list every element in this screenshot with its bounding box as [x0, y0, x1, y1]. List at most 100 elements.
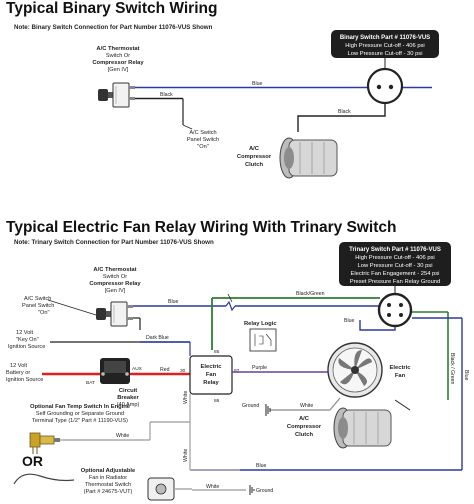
compressor-bottom: A/C Compressor Clutch	[287, 407, 392, 449]
thermostat-relay-bottom: A/C Thermostat Switch Or Compressor Rela…	[89, 267, 141, 327]
svg-text:12 Volt: 12 Volt	[10, 363, 28, 369]
svg-text:Purple: Purple	[252, 365, 267, 371]
svg-text:Fan: Fan	[395, 373, 406, 379]
svg-text:Circuit: Circuit	[119, 388, 137, 394]
svg-text:Electric: Electric	[201, 364, 223, 370]
svg-text:86: 86	[214, 398, 220, 404]
or-label: OR	[22, 453, 43, 469]
wire-purple: Purple	[232, 365, 330, 373]
svg-text:White: White	[116, 433, 129, 439]
svg-text:Blue: Blue	[256, 463, 266, 469]
binary-switch-connector	[366, 67, 404, 105]
trinary-switch-box: Trinary Switch Part # 11076-VUS High Pre…	[339, 242, 451, 298]
svg-text:Terminal Type (1/2" Part # 111: Terminal Type (1/2" Part # 11190-VUS)	[32, 418, 128, 424]
fan-ground: White Ground	[242, 397, 411, 416]
electric-fan-relay: Electric Fan Relay 85 86 30 87	[180, 342, 240, 404]
binary-box-line1: High Pressure Cut-off - 406 psi	[345, 43, 424, 49]
svg-text:A/C: A/C	[299, 416, 310, 422]
svg-text:Blue: Blue	[463, 370, 469, 380]
svg-text:Red: Red	[160, 367, 170, 373]
wires-top: Blue Black Black	[135, 81, 432, 132]
title-trinary: Typical Electric Fan Relay Wiring With T…	[6, 219, 396, 236]
compressor-top: A/C Compressor Clutch	[237, 137, 338, 179]
svg-text:White: White	[206, 484, 219, 490]
wires-white: White White White White Ground	[60, 391, 273, 495]
svg-text:Ignition Source: Ignition Source	[8, 344, 45, 350]
svg-text:A/C: A/C	[249, 146, 260, 152]
svg-text:12 Volt: 12 Volt	[16, 330, 34, 336]
svg-text:Clutch: Clutch	[245, 162, 263, 168]
svg-text:Fan in Radiator: Fan in Radiator	[89, 475, 127, 481]
svg-text:Relay: Relay	[203, 380, 219, 386]
wires-bottom: Blue Dark Blue Black/Green Blue Black / …	[133, 291, 469, 471]
svg-text:Self Grounding or Separate Gro: Self Grounding or Separate Ground	[36, 411, 124, 417]
binary-box-title: Binary Switch Part # 11076-VUS	[340, 35, 430, 41]
svg-text:Fan: Fan	[206, 372, 217, 378]
svg-text:Breaker: Breaker	[117, 395, 139, 401]
svg-text:AUX: AUX	[132, 366, 143, 372]
svg-text:High Pressure Cut-off - 406 ps: High Pressure Cut-off - 406 psi	[355, 255, 434, 261]
panel-switch-top: A/C Switch Panel Switch "On"	[182, 124, 219, 150]
svg-text:Clutch: Clutch	[295, 432, 313, 438]
svg-text:White: White	[183, 449, 189, 462]
svg-text:Ground: Ground	[242, 403, 259, 409]
svg-text:Trinary Switch Part # 11076-V: Trinary Switch Part # 11076-VUS	[349, 247, 441, 253]
svg-text:Compressor Relay: Compressor Relay	[89, 281, 141, 287]
note-trinary: Note: Trinary Switch Connection for Part…	[14, 239, 214, 246]
svg-text:"Key On": "Key On"	[16, 337, 39, 343]
svg-text:Preset Pressure Fan Relay Grou: Preset Pressure Fan Relay Ground	[350, 279, 441, 285]
optional-temp-switch: Optional Fan Temp Switch In Engine Self …	[29, 404, 131, 454]
svg-text:Switch Or: Switch Or	[106, 53, 130, 59]
svg-text:Ground: Ground	[256, 488, 273, 494]
svg-text:Dark Blue: Dark Blue	[146, 335, 169, 341]
svg-text:Compressor Relay: Compressor Relay	[92, 60, 144, 66]
electric-fan: Electric Fan	[327, 342, 412, 398]
thermostat-relay-top: A/C Thermostat Switch Or Compressor Rela…	[92, 46, 144, 108]
svg-text:A/C Switch: A/C Switch	[189, 130, 216, 136]
svg-text:Thermostat Switch: Thermostat Switch	[85, 482, 131, 488]
svg-text:Low Pressure Cut-off - 30 psi: Low Pressure Cut-off - 30 psi	[358, 263, 433, 269]
svg-text:Black / Green: Black / Green	[449, 353, 455, 385]
svg-text:Optional Adjustable: Optional Adjustable	[81, 468, 136, 474]
relay-logic: Relay Logic	[244, 321, 277, 352]
svg-text:Relay Logic: Relay Logic	[244, 321, 277, 327]
svg-text:Blue: Blue	[168, 299, 178, 305]
svg-text:(40 Amp): (40 Amp)	[117, 402, 140, 408]
svg-text:Blue: Blue	[252, 81, 262, 87]
svg-text:Panel Switch: Panel Switch	[22, 303, 54, 309]
note-binary: Note: Binary Switch Connection for Part …	[14, 24, 213, 31]
svg-text:Ignition Source: Ignition Source	[6, 377, 43, 383]
circuit-breaker: BAT AUX Circuit Breaker (40 Amp) Red	[42, 358, 190, 408]
svg-text:BAT: BAT	[86, 380, 95, 386]
svg-text:Black/Green: Black/Green	[296, 291, 325, 297]
svg-text:White: White	[183, 391, 189, 404]
svg-text:Black: Black	[160, 92, 173, 98]
svg-text:[Gen IV]: [Gen IV]	[108, 67, 129, 73]
wire-black-comp	[297, 102, 386, 132]
svg-text:A/C Switch: A/C Switch	[24, 296, 51, 302]
svg-text:30: 30	[180, 368, 186, 374]
svg-text:Compressor: Compressor	[287, 424, 322, 430]
svg-text:(Part # 24675-VUT): (Part # 24675-VUT)	[84, 489, 133, 495]
svg-text:85: 85	[214, 349, 220, 355]
title-binary: Typical Binary Switch Wiring	[6, 0, 217, 17]
svg-text:Compressor: Compressor	[237, 154, 272, 160]
svg-text:"On": "On"	[38, 310, 49, 316]
svg-text:Battery or: Battery or	[6, 370, 30, 376]
binary-box-line2: Low Pressure Cut-off - 30 psi	[348, 51, 423, 57]
svg-text:A/C Thermostat: A/C Thermostat	[96, 46, 139, 52]
svg-text:87: 87	[234, 368, 240, 374]
svg-text:Blue: Blue	[344, 318, 354, 324]
svg-text:Switch Or: Switch Or	[103, 274, 127, 280]
svg-text:Optional Fan Temp Switch In En: Optional Fan Temp Switch In Engine	[30, 404, 131, 410]
svg-text:A/C Thermostat: A/C Thermostat	[93, 267, 136, 273]
binary-switch-box: Binary Switch Part # 11076-VUS High Pres…	[331, 30, 439, 70]
svg-text:[Gen IV]: [Gen IV]	[105, 288, 126, 294]
svg-text:Black: Black	[338, 109, 351, 115]
svg-text:Electric: Electric	[390, 365, 412, 371]
trinary-switch-connector	[377, 292, 413, 328]
svg-text:Panel Switch: Panel Switch	[187, 137, 219, 143]
svg-text:White: White	[300, 403, 313, 409]
optional-adjustable-thermostat: Optional Adjustable Fan in Radiator Ther…	[13, 468, 192, 501]
